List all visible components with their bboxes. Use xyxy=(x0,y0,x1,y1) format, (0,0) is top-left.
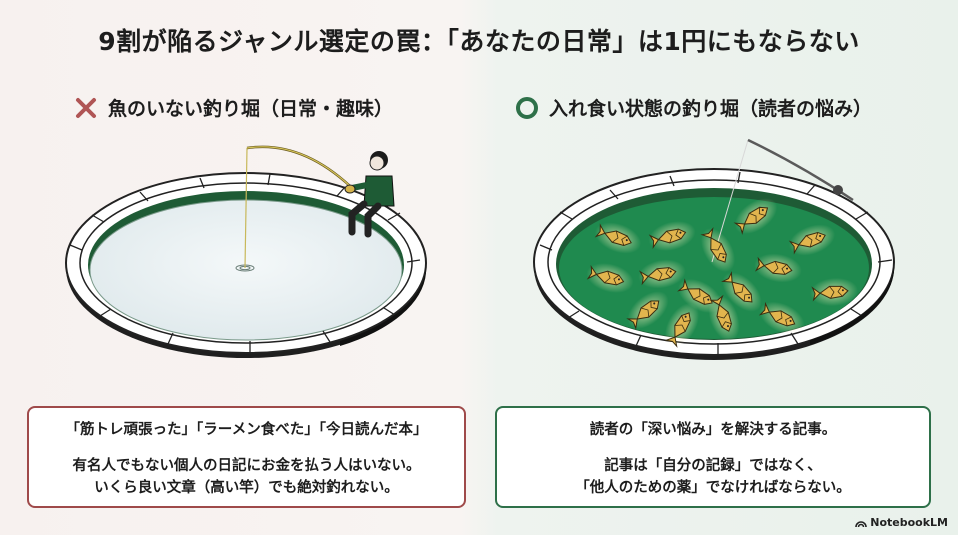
brand-mark: NotebookLM xyxy=(855,516,948,529)
fish-icon xyxy=(648,221,696,251)
right-heading-label: 入れ食い状態の釣り堀（読者の悩み） xyxy=(549,98,873,120)
fish-icon xyxy=(810,277,858,307)
right-heading: 入れ食い状態の釣り堀（読者の悩み） xyxy=(515,94,872,121)
left-explanation-box: 「筋トレ頑張った」「ラーメン食べた」「今日読んだ本」 有名人でもない個人の日記に… xyxy=(27,406,466,508)
fish-icon xyxy=(758,301,805,335)
fish-icon xyxy=(721,271,762,312)
left-heading-label: 魚のいない釣り堀（日常・趣味） xyxy=(108,98,394,120)
fish-icon xyxy=(664,303,700,348)
empty-pond xyxy=(65,145,427,358)
right-box-line2: 記事は「自分の記録」ではなく、 xyxy=(604,458,822,474)
fish-icon xyxy=(626,291,669,330)
fish-icon xyxy=(700,227,736,272)
right-box-line3: 「他人のための薬」でなければならない。 xyxy=(575,480,851,496)
fish-icon xyxy=(638,259,686,289)
fish-icon xyxy=(594,222,642,254)
fish-icon xyxy=(733,198,778,235)
brand-label: NotebookLM xyxy=(870,516,948,529)
fish-school xyxy=(586,198,858,348)
fish-icon xyxy=(788,224,836,256)
right-box-line1: 読者の「深い悩み」を解決する記事。 xyxy=(589,422,837,438)
notebooklm-logo-icon xyxy=(855,520,868,527)
circle-icon xyxy=(516,96,538,119)
fisherman xyxy=(344,151,395,238)
fish-icon xyxy=(586,263,634,293)
left-box-line2: 有名人でもない個人の日記にお金を払う人はいない。 xyxy=(72,458,421,474)
left-box-line3: いくら良い文章（高い竿）でも絶対釣れない。 xyxy=(94,480,399,496)
page-title: 9割が陥るジャンル選定の罠：「あなたの日常」は1円にもならない xyxy=(98,27,860,56)
fish-icon xyxy=(708,294,740,342)
fish-icon xyxy=(754,253,802,283)
right-explanation-box: 読者の「深い悩み」を解決する記事。 記事は「自分の記録」ではなく、 「他人のため… xyxy=(495,406,931,508)
left-heading: 魚のいない釣り堀（日常・趣味） xyxy=(74,94,393,121)
cross-icon xyxy=(76,97,96,118)
left-box-line1: 「筋トレ頑張った」「ラーメン食べた」「今日読んだ本」 xyxy=(65,422,428,438)
full-pond xyxy=(533,138,895,360)
